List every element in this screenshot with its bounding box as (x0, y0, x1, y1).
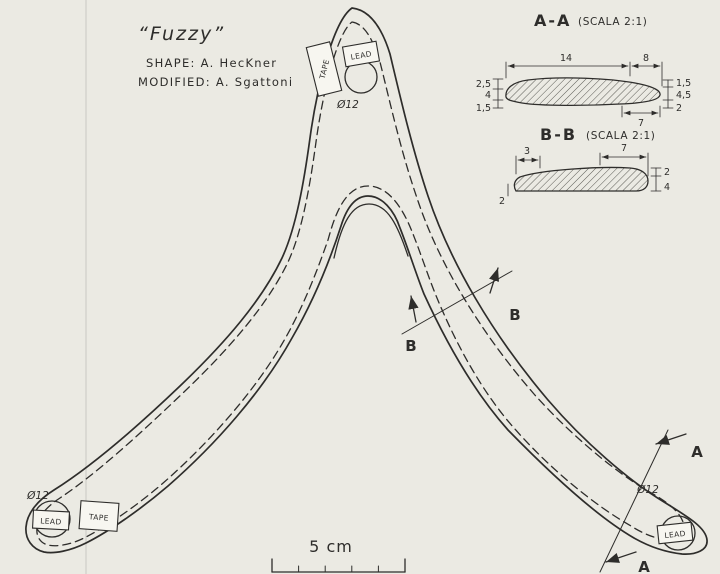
section-letter-a-top: A (691, 443, 703, 461)
aa-title: A-A (534, 11, 571, 30)
aa-dim-right-top: 1,5 (676, 78, 691, 89)
lead-box-left (31, 509, 71, 531)
lead-label-left: LEAD (40, 516, 62, 526)
inner-elbow-double-line (333, 203, 409, 259)
bb-dim-bottom-left: 2 (499, 196, 505, 207)
aa-dim-left-top: 2,5 (476, 79, 491, 90)
section-letter-b-right: B (509, 306, 520, 324)
lead-marker-right: Ø12 LEAD (636, 484, 696, 551)
aa-dim-right-bottom: 2 (676, 103, 682, 114)
lead-marker-apex: LEAD TAPE Ø12 (305, 40, 381, 111)
lead-label-apex: LEAD (350, 49, 373, 62)
cross-section-bb: B-B (SCALA 2:1) 3 7 2 4 2 (499, 125, 670, 207)
scale-bar: 5 cm (271, 537, 406, 573)
boomerang-outline (25, 7, 708, 555)
section-arrow-b-right (489, 267, 499, 294)
lead-box-apex (341, 40, 381, 68)
tape-label-left: TAPE (88, 512, 110, 522)
aa-dim-left-bottom: 1,5 (476, 103, 491, 114)
lead-label-right: LEAD (664, 529, 686, 540)
tape-box-left (78, 500, 120, 532)
tape-box-apex (305, 41, 343, 97)
section-line-a (599, 429, 669, 573)
aa-dim-7: 7 (638, 118, 644, 129)
lead-box-right (656, 521, 694, 545)
bb-scale-note: (SCALA 2:1) (586, 130, 655, 142)
section-arrow-a-top (655, 433, 687, 445)
drawing-title: “Fuzzy” (138, 23, 225, 45)
shape-credit: SHAPE: A. HecKner (146, 56, 277, 70)
aa-scale-note: (SCALA 2:1) (578, 16, 647, 28)
aa-dim-left-mid: 4 (485, 90, 491, 101)
bb-title: B-B (540, 125, 577, 144)
bb-dim-7: 7 (621, 143, 627, 154)
diameter-label-right: Ø12 (636, 484, 659, 496)
bb-dim-right-bottom: 4 (664, 182, 670, 193)
diameter-label-left: Ø12 (26, 490, 49, 502)
diameter-label-apex: Ø12 (336, 99, 359, 111)
aa-dim-14: 14 (560, 53, 572, 64)
bb-dim-right-top: 2 (664, 167, 670, 178)
lead-marker-left: Ø12 LEAD TAPE (26, 490, 120, 538)
modified-credit: MODIFIED: A. Sgattoni (138, 75, 293, 89)
scale-bar-label: 5 cm (309, 537, 353, 556)
section-letter-a-bottom: A (638, 558, 650, 574)
bb-profile (513, 166, 649, 192)
aa-profile (505, 77, 661, 107)
bb-dim-3: 3 (524, 146, 530, 157)
aa-dim-8: 8 (643, 53, 649, 64)
aa-dim-right-mid: 4,5 (676, 90, 691, 101)
section-letter-b-left: B (405, 337, 416, 355)
cross-section-aa: A-A (SCALA 2:1) 14 8 2,5 4 1,5 1,5 4,5 2 (476, 11, 691, 129)
section-arrow-a-bottom (605, 551, 637, 563)
section-arrow-b-left (408, 295, 419, 323)
boomerang-airfoil-dashed-line (36, 21, 685, 547)
